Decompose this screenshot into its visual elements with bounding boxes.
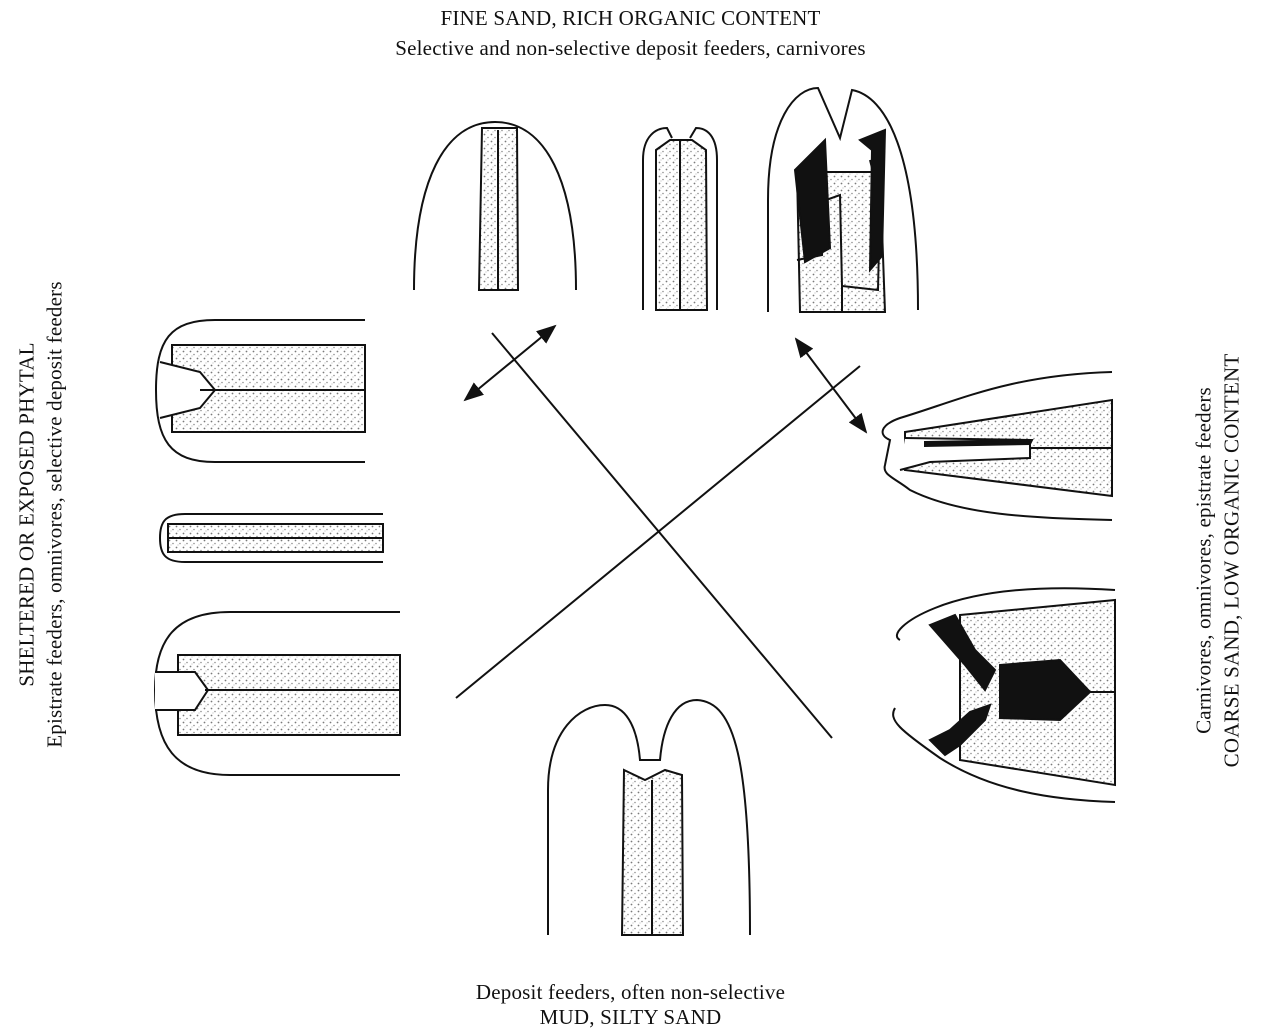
cross-line-2 xyxy=(456,366,860,698)
nematode-head-left-3 xyxy=(155,612,400,775)
nematode-head-left-2 xyxy=(160,514,383,562)
nematode-head-top-3 xyxy=(768,88,918,312)
nematode-head-top-1 xyxy=(414,122,576,290)
nematode-head-left-1 xyxy=(156,320,365,462)
cross-line-1 xyxy=(492,333,832,738)
double-arrow-left xyxy=(465,326,555,400)
double-arrow-right xyxy=(796,339,866,432)
nematode-head-bottom xyxy=(548,700,750,935)
nematode-head-right-2 xyxy=(893,588,1115,802)
nematode-head-top-2 xyxy=(643,128,717,310)
nematode-head-right-1 xyxy=(883,372,1112,520)
